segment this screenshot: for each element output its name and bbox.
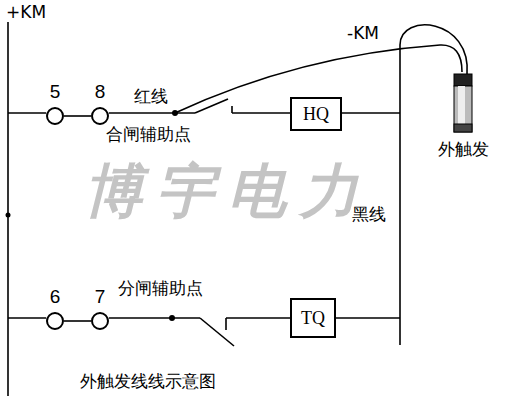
coil-name: HQ <box>303 104 329 125</box>
terminal-circle <box>46 107 64 125</box>
trigger-device-symbol <box>430 70 496 136</box>
terminal-number: 6 <box>46 287 64 309</box>
coil-box: TQ <box>290 298 336 338</box>
caption: 外触发线线示意图 <box>80 372 216 391</box>
contact-label: 分闸辅助点 <box>118 279 203 298</box>
terminal-circle <box>91 312 109 330</box>
wire-connector <box>64 321 91 322</box>
wire-connector <box>64 116 91 117</box>
wire-label: 红线 <box>134 87 168 106</box>
terminal: 7 <box>91 287 109 330</box>
terminal-circle <box>91 107 109 125</box>
terminal: 5 <box>46 82 64 125</box>
terminal: 8 <box>91 82 109 125</box>
coil-box: HQ <box>290 97 342 131</box>
terminal-circle <box>46 312 64 330</box>
coil-name: TQ <box>301 308 325 329</box>
bus-label: -KM <box>345 24 381 43</box>
trigger-device: 外触发 <box>430 70 496 159</box>
terminal-number: 8 <box>91 82 109 104</box>
terminal-number: 7 <box>91 287 109 309</box>
watermark: 博宇电力 <box>84 160 372 224</box>
contact-label: 合闸辅助点 <box>106 125 191 144</box>
bus-label: +KM <box>6 3 46 22</box>
device-label: 外触发 <box>430 140 496 159</box>
terminal: 6 <box>46 287 64 330</box>
terminal-number: 5 <box>46 82 64 104</box>
